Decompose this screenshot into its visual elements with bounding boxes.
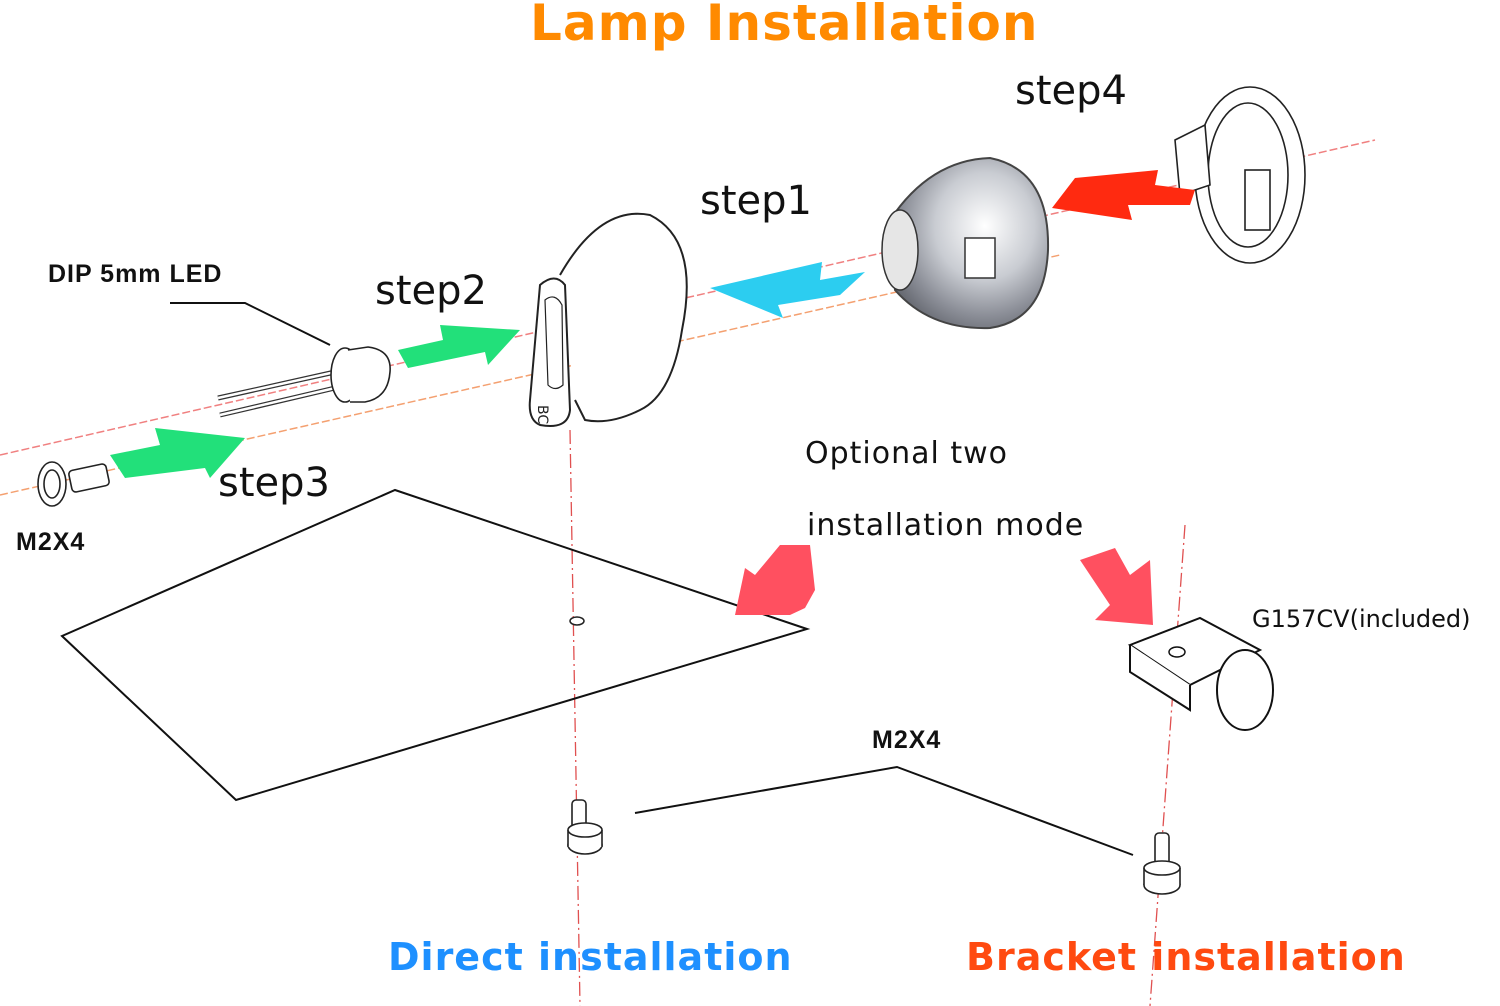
bracket-g157cv bbox=[1127, 616, 1274, 731]
reflector-cup bbox=[881, 156, 1050, 330]
arrow-bracket-mode bbox=[1080, 548, 1153, 625]
step1-label: step1 bbox=[700, 178, 812, 224]
svg-text:BC: BC bbox=[534, 405, 550, 424]
arrow-step3 bbox=[110, 428, 245, 478]
mounting-board bbox=[60, 488, 811, 802]
screw-bracket bbox=[1143, 832, 1181, 895]
led-leader-line bbox=[170, 302, 331, 346]
axis-line-vertical-bracket bbox=[1149, 524, 1186, 1006]
note-line1: Optional two bbox=[805, 436, 1009, 471]
arrow-direct-mode bbox=[735, 545, 815, 615]
arrow-step4 bbox=[1052, 170, 1195, 220]
diagram-title: Lamp Installation bbox=[530, 0, 1039, 52]
screw-direct bbox=[567, 799, 603, 855]
bracket-hole bbox=[1168, 646, 1186, 658]
led-component bbox=[217, 346, 391, 418]
screw-leader-line bbox=[634, 765, 1134, 856]
axis-line-upper bbox=[0, 139, 1376, 456]
step3-label: step3 bbox=[218, 460, 330, 506]
step2-label: step2 bbox=[375, 268, 487, 314]
screw-left bbox=[37, 461, 110, 507]
screw-top-label: M2X4 bbox=[16, 528, 86, 556]
note-line2: installation mode bbox=[807, 508, 1085, 543]
arrow-step2 bbox=[398, 325, 520, 368]
bracket-installation-label: Bracket installation bbox=[966, 935, 1406, 979]
retaining-ring bbox=[1174, 86, 1306, 264]
board-hole bbox=[569, 616, 585, 626]
screw-bottom-label: M2X4 bbox=[872, 726, 942, 754]
step4-label: step4 bbox=[1015, 68, 1127, 114]
axis-line-vertical-direct bbox=[569, 429, 581, 1006]
arrow-step1 bbox=[710, 262, 865, 318]
lens-holder: BC bbox=[528, 212, 688, 427]
direct-installation-label: Direct installation bbox=[388, 935, 793, 979]
led-label: DIP 5mm LED bbox=[48, 260, 223, 288]
bracket-label: G157CV(included) bbox=[1252, 605, 1471, 633]
